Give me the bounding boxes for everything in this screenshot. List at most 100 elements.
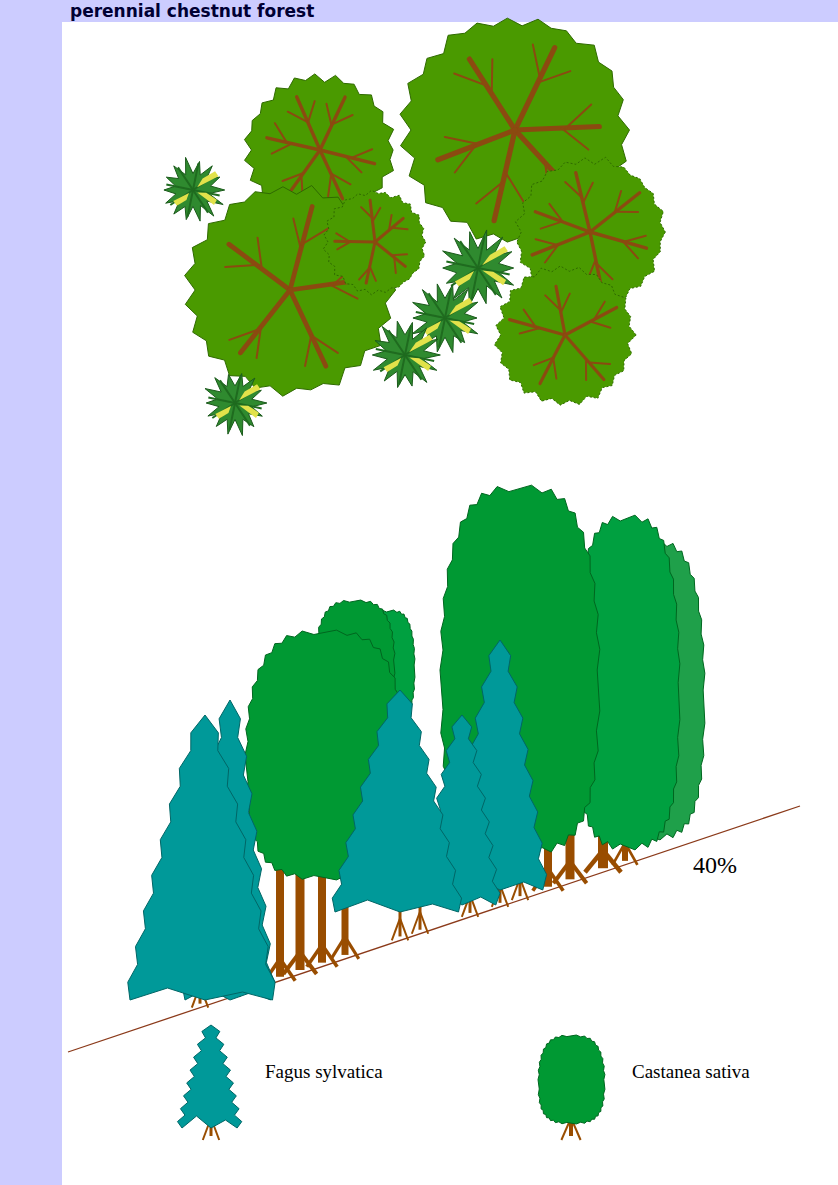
branch: [392, 228, 408, 230]
beech-highlight: [384, 358, 401, 372]
branch: [515, 48, 555, 130]
beech-highlight: [239, 384, 260, 400]
branch: [258, 238, 262, 269]
branch: [585, 359, 587, 380]
trunk-root: [553, 861, 570, 883]
branch: [290, 207, 312, 290]
branch: [290, 290, 326, 366]
branch: [520, 328, 540, 333]
branch: [538, 71, 570, 83]
beech-highlight: [239, 405, 259, 418]
branch: [596, 263, 612, 279]
page-title: perennial chestnut forest: [70, 1, 314, 21]
beech-spoke: [220, 380, 235, 403]
branch: [534, 358, 554, 366]
branch: [589, 363, 610, 364]
branch: [445, 137, 479, 144]
beech-outline: [205, 374, 267, 436]
branch: [351, 149, 372, 158]
branch: [561, 128, 588, 149]
branch: [549, 204, 562, 222]
beech-spoke: [460, 241, 478, 268]
branch: [623, 241, 638, 258]
branch: [373, 208, 381, 222]
trunk-root: [400, 918, 408, 940]
beech-highlight: [449, 320, 471, 334]
branch: [540, 335, 565, 384]
branch: [533, 45, 540, 79]
trunk-root: [585, 850, 603, 872]
chestnut-crown-plan: [323, 190, 425, 295]
elevation-view: [68, 485, 800, 1052]
branch: [366, 242, 375, 283]
branch: [590, 232, 646, 248]
crown-outline: [323, 190, 425, 295]
branch: [346, 156, 362, 172]
branch: [545, 245, 559, 263]
beech-highlight: [482, 246, 508, 265]
trunk-root: [412, 912, 420, 934]
branch: [308, 101, 315, 122]
beech-crown-plan: [205, 374, 267, 436]
branch: [565, 182, 581, 197]
branch: [491, 59, 494, 93]
branch: [283, 173, 304, 181]
beech-spoke: [389, 330, 405, 355]
branch: [329, 284, 357, 298]
beech-spoke: [429, 293, 445, 318]
beech-outline: [164, 157, 225, 221]
beech-outline: [372, 321, 440, 387]
branch: [289, 150, 320, 193]
branch: [509, 320, 565, 335]
branch: [590, 193, 640, 232]
trunk-root: [307, 945, 322, 967]
trunk-root: [331, 937, 345, 959]
branch: [361, 207, 372, 218]
branch: [565, 308, 617, 335]
beech-highlight: [215, 406, 231, 419]
beech-spoke: [170, 190, 193, 205]
branch: [524, 310, 536, 327]
beech-spoke: [212, 403, 235, 418]
branch: [293, 219, 301, 250]
branch: [320, 150, 343, 199]
chestnut-crown-plan: [494, 266, 636, 405]
branch: [553, 358, 556, 379]
crown-outline: [494, 266, 636, 405]
branch: [331, 173, 351, 184]
branch: [532, 232, 590, 255]
branch: [615, 191, 621, 213]
branch: [455, 145, 476, 172]
branch: [583, 183, 593, 203]
beech-highlight: [449, 298, 473, 315]
beech-spoke: [380, 355, 405, 371]
beech-highlight: [197, 171, 218, 187]
legend-text: Castanea sativa: [632, 1060, 750, 1084]
branch: [454, 73, 486, 85]
branch: [359, 268, 369, 280]
branch: [326, 104, 331, 126]
beech-spoke: [178, 167, 193, 190]
branch: [590, 322, 610, 328]
beech-crown: [128, 715, 275, 1000]
branch: [541, 222, 562, 229]
chestnut-crown: [538, 1035, 605, 1124]
legend-icons: [177, 1025, 604, 1140]
branch: [305, 335, 311, 366]
branch: [545, 295, 560, 310]
branch: [311, 336, 337, 353]
branch: [229, 329, 259, 340]
beech-crown: [177, 1025, 241, 1128]
branch: [337, 242, 351, 250]
beech-highlight: [197, 192, 217, 205]
plan-view: [164, 18, 665, 435]
branch: [394, 257, 396, 273]
branch: [370, 267, 376, 281]
branch: [328, 174, 331, 196]
branch: [240, 290, 290, 353]
branch: [566, 105, 591, 128]
branch: [594, 302, 605, 320]
branch: [225, 265, 256, 267]
branch: [476, 182, 503, 204]
